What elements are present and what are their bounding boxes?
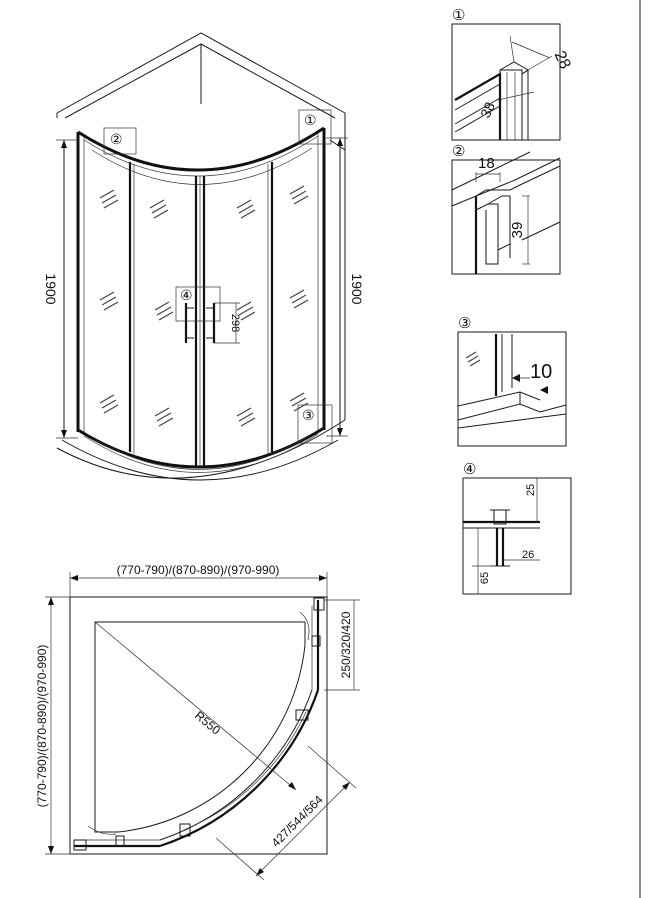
detail-3-label: ③ bbox=[458, 315, 471, 332]
detail-1-label: ① bbox=[452, 7, 465, 24]
elevation-view: 298 1900 1900 ② ① ④ ③ bbox=[43, 32, 365, 481]
height-dimension-left: 1900 bbox=[43, 139, 78, 439]
detail-4-dim-b: 26 bbox=[522, 549, 534, 561]
plan-view: (770-790)/(870-890)/(970-990) (770-790)/… bbox=[35, 563, 360, 881]
plan-radius-label: R550 bbox=[192, 708, 223, 737]
detail-2-frame bbox=[451, 159, 561, 275]
tray-outline bbox=[69, 596, 328, 855]
detail-2-dim-b: 39 bbox=[509, 222, 526, 239]
detail-3-frame bbox=[457, 331, 567, 447]
callout-3-label: ③ bbox=[302, 407, 315, 423]
callout-4-label: ④ bbox=[180, 287, 193, 303]
door-handles bbox=[184, 303, 216, 343]
height-label-left: 1900 bbox=[43, 273, 59, 304]
plan-depth-label: (770-790)/(870-890)/(970-990) bbox=[35, 645, 49, 808]
callout-box-1 bbox=[298, 109, 332, 145]
plan-width-label: (770-790)/(870-890)/(970-990) bbox=[117, 563, 280, 577]
detail-4-frame bbox=[462, 477, 572, 595]
detail-4: ④ 25 26 65 bbox=[462, 461, 572, 595]
detail-1-dim-a: 28 bbox=[551, 48, 574, 71]
detail-4-dim-a: 25 bbox=[525, 484, 537, 496]
plan-diagonal-label: 427/544/564 bbox=[269, 792, 326, 849]
callout-2-label: ② bbox=[110, 131, 123, 147]
detail-1: ① 28 38 bbox=[451, 7, 574, 141]
callout-box-4 bbox=[175, 286, 221, 322]
callout-box-3 bbox=[297, 404, 333, 444]
glass-reflection-marks bbox=[99, 185, 309, 427]
detail-1-frame bbox=[451, 23, 561, 141]
callout-box-2 bbox=[103, 127, 137, 155]
handle-length-label: 298 bbox=[229, 314, 241, 332]
height-label-right: 1900 bbox=[349, 273, 365, 304]
detail-4-dim-c: 65 bbox=[479, 572, 491, 584]
detail-2: ② 18 39 bbox=[451, 143, 561, 275]
plan-door-side-label: 250/320/420 bbox=[339, 611, 353, 678]
detail-4-label: ④ bbox=[463, 461, 476, 478]
callout-1-label: ① bbox=[304, 112, 317, 128]
detail-3: ③ 10 bbox=[457, 315, 567, 447]
detail-2-dim-a: 18 bbox=[478, 155, 495, 172]
detail-1-dim-b: 38 bbox=[477, 99, 498, 120]
detail-3-dim-a: 10 bbox=[530, 361, 552, 383]
wall-outline bbox=[56, 32, 346, 114]
detail-2-label: ② bbox=[452, 143, 465, 160]
height-dimension-right: 1900 bbox=[326, 137, 365, 437]
